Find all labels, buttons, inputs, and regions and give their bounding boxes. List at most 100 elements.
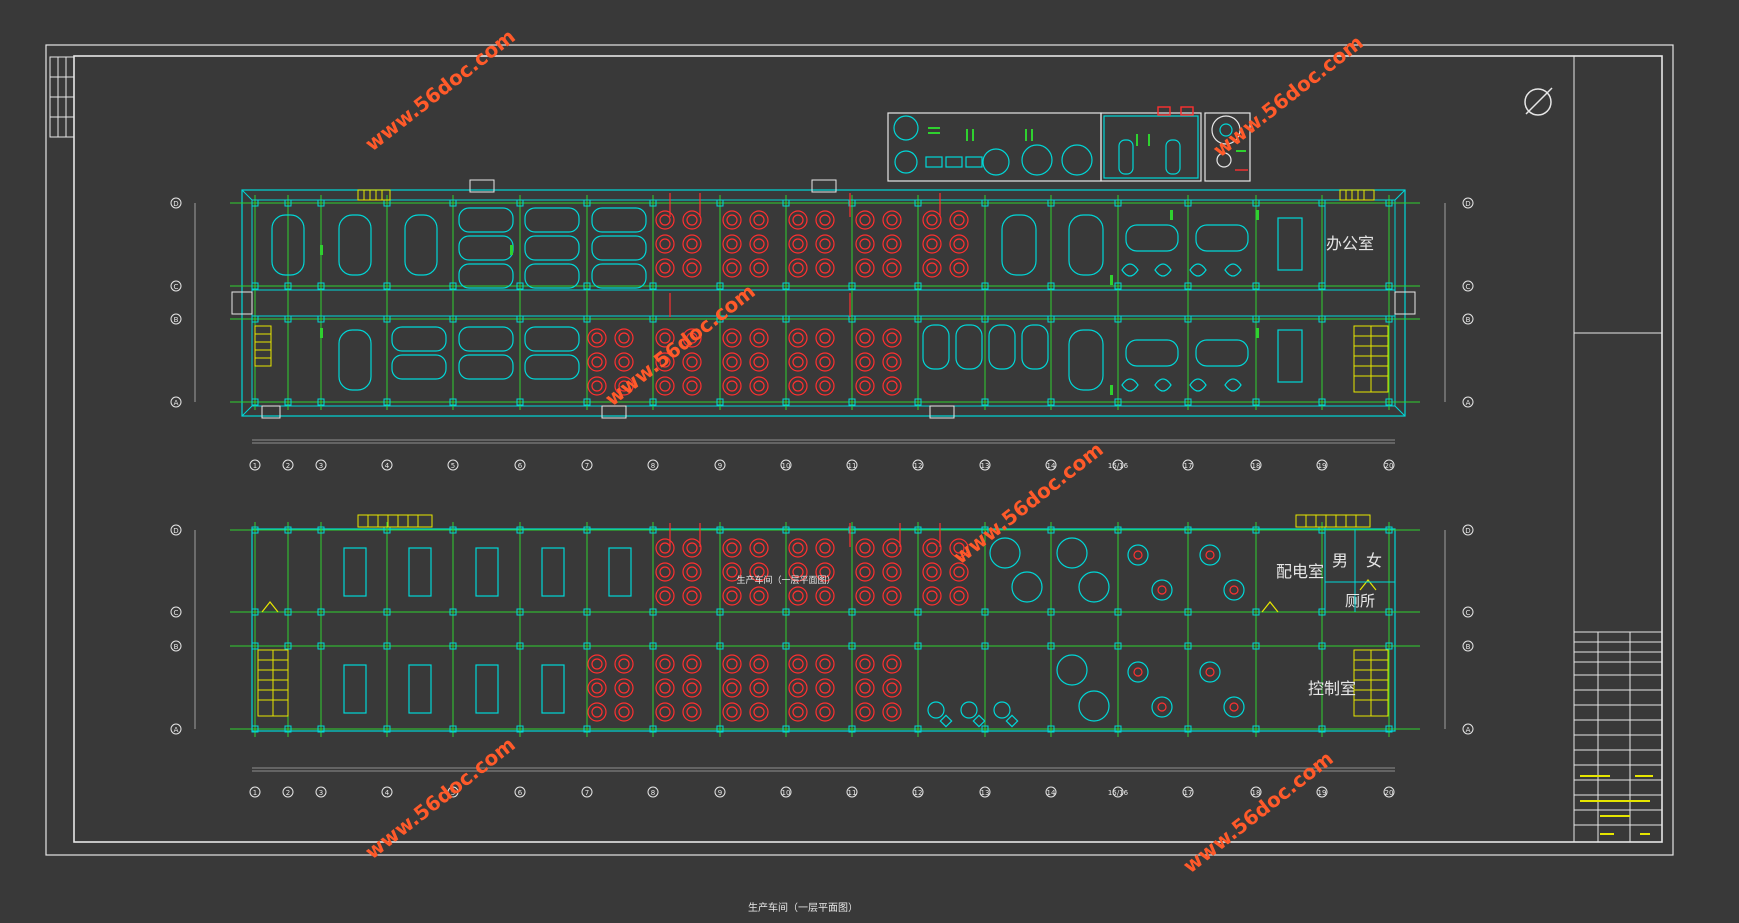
column-marker	[449, 725, 457, 733]
reactor-icon	[815, 376, 835, 396]
column-marker	[383, 398, 391, 406]
column-marker	[284, 398, 292, 406]
reactor-icon	[855, 210, 875, 230]
column-marker	[317, 526, 325, 534]
column-marker	[914, 282, 922, 290]
pump-icon	[1121, 378, 1139, 392]
column-marker	[716, 642, 724, 650]
reactor-icon	[855, 586, 875, 606]
column-marker	[1184, 608, 1192, 616]
column-marker	[649, 315, 657, 323]
column-marker	[649, 282, 657, 290]
reactor-icon	[815, 258, 835, 278]
reactor-core-icon	[686, 356, 698, 368]
axis-bubble-label: A	[174, 726, 179, 734]
reactor-icon	[614, 654, 634, 674]
column-marker	[583, 526, 591, 534]
column-marker	[649, 199, 657, 207]
tank-icon	[591, 207, 647, 233]
reactor-core-icon	[819, 542, 831, 554]
reactor-core-icon	[686, 214, 698, 226]
reactor-icon	[655, 562, 675, 582]
reactor-icon	[587, 702, 607, 722]
reactor-core-icon	[792, 380, 804, 392]
axis-bubble-label: 2	[286, 462, 290, 470]
pump-icon	[1151, 579, 1173, 601]
upper-equipment	[271, 193, 1303, 396]
axis-bubble	[514, 459, 526, 471]
reactor-icon	[682, 258, 702, 278]
watermark-text: www.56doc.com	[1208, 30, 1367, 162]
column-marker	[1252, 725, 1260, 733]
column-marker	[716, 608, 724, 616]
roof-equipment-inset	[887, 112, 1251, 182]
tank-icon	[458, 235, 514, 261]
column-marker	[583, 199, 591, 207]
reactor-core-icon	[659, 238, 671, 250]
column-marker	[1114, 642, 1122, 650]
axis-bubble-label: 5	[451, 789, 455, 797]
reactor-icon	[788, 210, 808, 230]
upper-plan: 办公室	[230, 179, 1420, 419]
reactor-core-icon	[792, 356, 804, 368]
reactor-icon	[922, 586, 942, 606]
reactor-icon	[922, 258, 942, 278]
axis-bubble-label: 19	[1318, 789, 1327, 797]
reactor-icon	[722, 210, 742, 230]
axis-bubble-label: 20	[1385, 789, 1394, 797]
column-marker	[516, 199, 524, 207]
column-marker	[1114, 282, 1122, 290]
axis-bubble-label: 18	[1252, 462, 1261, 470]
reactor-icon	[655, 538, 675, 558]
column-marker	[649, 526, 657, 534]
reactor-core-icon	[953, 214, 965, 226]
axis-bubble-label: 11	[848, 462, 857, 470]
pump-core-icon	[1157, 585, 1167, 595]
column-marker	[383, 642, 391, 650]
column-marker	[251, 725, 259, 733]
reactor-icon	[722, 702, 742, 722]
column-marker	[914, 642, 922, 650]
column-marker	[782, 725, 790, 733]
reactor-core-icon	[659, 590, 671, 602]
pump-core-icon	[1157, 702, 1167, 712]
flow-arrow-icon	[1170, 210, 1173, 220]
reactor-icon	[815, 538, 835, 558]
axis-bubble-label: 15/16	[1108, 462, 1129, 470]
reactor-icon	[815, 586, 835, 606]
reactor-icon	[682, 234, 702, 254]
column-marker	[251, 199, 259, 207]
column-marker	[516, 282, 524, 290]
vessel-icon	[343, 547, 367, 597]
axis-bubble-label: 5	[451, 462, 455, 470]
reactor-core-icon	[859, 590, 871, 602]
reactor-core-icon	[686, 238, 698, 250]
north-arrow-icon	[1524, 87, 1553, 116]
reactor-core-icon	[859, 332, 871, 344]
reactor-core-icon	[686, 380, 698, 392]
column-marker	[1385, 282, 1393, 290]
column-marker	[284, 282, 292, 290]
column-marker	[1184, 642, 1192, 650]
axis-bubble	[912, 459, 924, 471]
lower-axis-grid	[230, 522, 1420, 737]
column-marker	[1184, 526, 1192, 534]
axis-bubble	[315, 786, 327, 798]
column-marker	[716, 398, 724, 406]
column-marker	[1047, 642, 1055, 650]
reactor-core-icon	[819, 238, 831, 250]
column-marker	[317, 315, 325, 323]
reactor-core-icon	[753, 238, 765, 250]
room-control-label: 控制室	[1308, 679, 1356, 698]
tank-icon	[591, 235, 647, 261]
column-marker	[449, 315, 457, 323]
reactor-core-icon	[726, 356, 738, 368]
reactor-core-icon	[753, 332, 765, 344]
axis-bubble	[1462, 524, 1474, 536]
column-marker	[317, 642, 325, 650]
column-marker	[1252, 282, 1260, 290]
reactor-core-icon	[726, 238, 738, 250]
column-marker	[317, 282, 325, 290]
column-marker	[449, 526, 457, 534]
